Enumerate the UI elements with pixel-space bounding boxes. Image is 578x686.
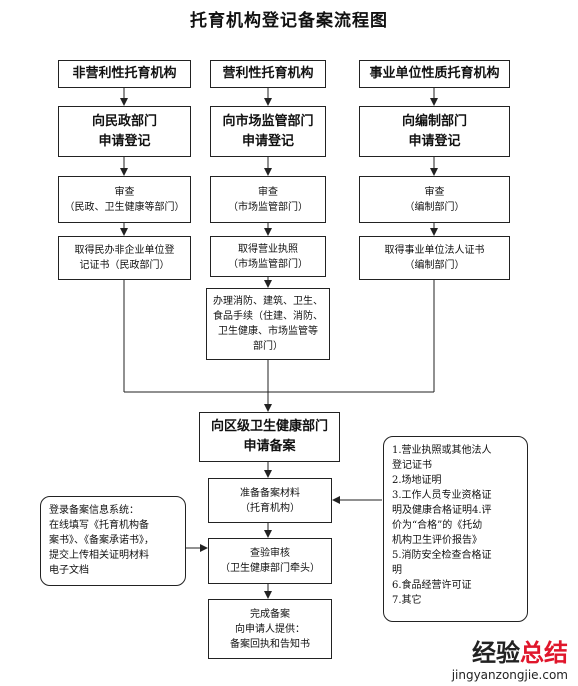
online-system-note: 登录备案信息系统： 在线填写《托育机构备 案书》、《备案承诺书》， 提交上传相关… <box>40 496 186 586</box>
register-civil-affairs: 向民政部门 申请登记 <box>58 106 191 157</box>
page-title: 托育机构登记备案流程图 <box>190 11 388 31</box>
prepare-materials-box: 准备备案材料 （托育机构） <box>208 478 332 523</box>
watermark-brand: 经验总结 <box>472 639 568 667</box>
review-market-regulation: 审查 （市场监管部门） <box>210 176 326 223</box>
register-market-regulation: 向市场监管部门 申请登记 <box>210 106 326 157</box>
procedures-box: 办理消防、建筑、卫生、 食品手续（住建、消防、 卫生健康、市场监管等 部门） <box>206 288 330 360</box>
review-staffing: 审查 （编制部门） <box>359 176 510 223</box>
review-civil-affairs: 审查 （民政、卫生健康等部门） <box>58 176 191 223</box>
certificate-nonprofit: 取得民办非企业单位登 记证书（民政部门） <box>58 236 191 280</box>
type-for-profit: 营利性托育机构 <box>210 60 326 88</box>
filing-box: 向区级卫生健康部门 申请备案 <box>199 412 340 462</box>
type-nonprofit: 非营利性托育机构 <box>58 60 191 88</box>
certificate-business-license: 取得营业执照 （市场监管部门） <box>210 236 326 277</box>
certificate-public-institution: 取得事业单位法人证书 （编制部门） <box>359 236 510 280</box>
watermark: 经验总结 jingyanzongjie.com <box>452 633 568 682</box>
inspect-box: 查验审核 （卫生健康部门牵头） <box>208 538 332 584</box>
materials-list-note: 1.营业执照或其他法人 登记证书 2.场地证明 3.工作人员专业资格证 明及健康… <box>383 436 528 622</box>
watermark-url: jingyanzongjie.com <box>451 668 568 682</box>
register-staffing: 向编制部门 申请登记 <box>359 106 510 157</box>
complete-box: 完成备案 向申请人提供： 备案回执和告知书 <box>208 599 332 659</box>
type-public-institution: 事业单位性质托育机构 <box>359 60 510 88</box>
